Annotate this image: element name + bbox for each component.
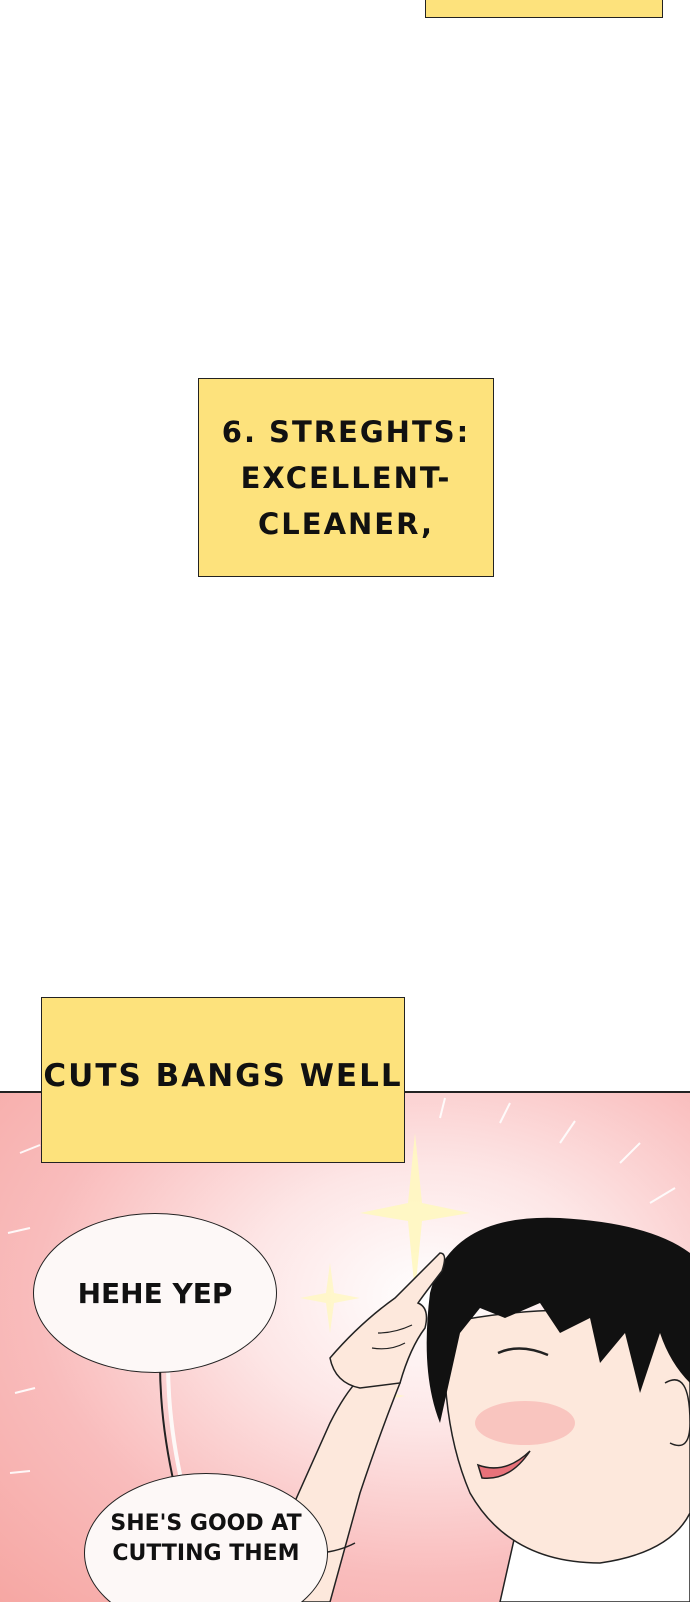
character-illustration: [7, 1097, 690, 1602]
caption-box-top: [425, 0, 663, 18]
caption-line-3: CLEANER,: [258, 506, 434, 541]
caption-bangs-text: CUTS BANGS WELL: [43, 1058, 403, 1094]
speech-bubble-shes-good: SHE'S GOOD AT CUTTING THEM: [84, 1473, 328, 1602]
speech-line-1: SHE'S GOOD AT: [110, 1511, 302, 1536]
speech-line-2: CUTTING THEM: [112, 1541, 300, 1566]
speech-bubble-hehe: HEHE YEP: [33, 1213, 277, 1373]
speech-text-hehe: HEHE YEP: [77, 1276, 233, 1310]
caption-box-bangs: CUTS BANGS WELL: [41, 997, 405, 1163]
caption-box-strengths: 6. STREGHTS: EXCELLENT- CLEANER,: [198, 378, 494, 577]
caption-line-2: EXCELLENT-: [240, 460, 452, 495]
caption-line-1: 6. STREGHTS:: [221, 414, 471, 449]
comic-panel: HEHE YEP SHE'S GOOD AT CUTTING THEM: [0, 1091, 690, 1602]
